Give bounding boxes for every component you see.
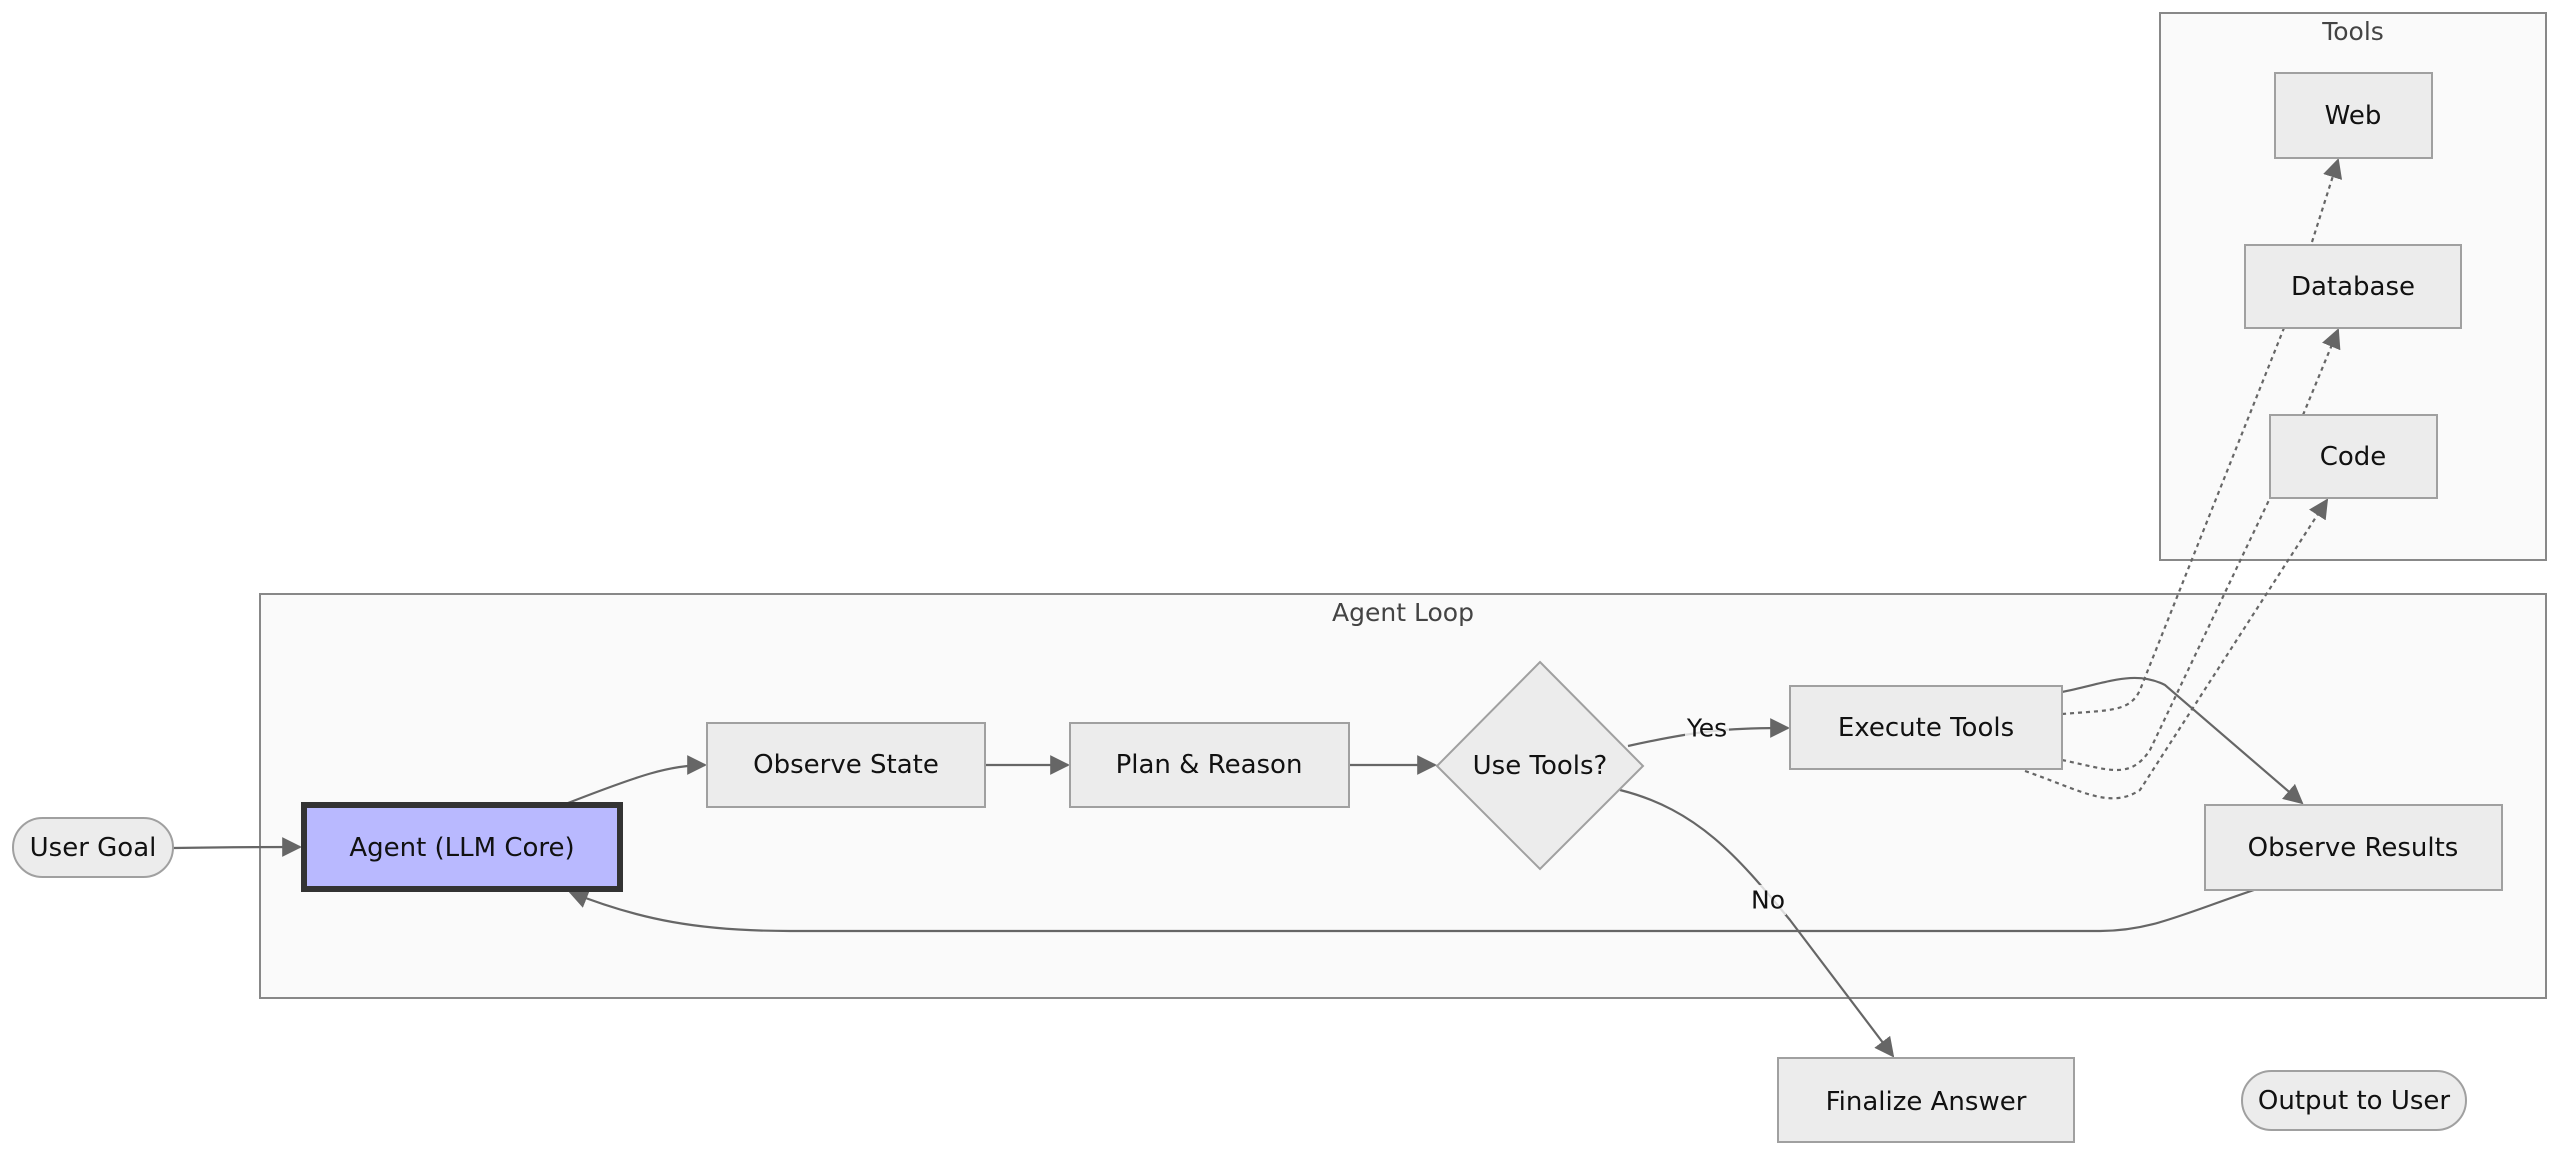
svg-text:User Goal: User Goal: [30, 833, 157, 863]
svg-text:Code: Code: [2320, 442, 2387, 472]
node-execute-tools[interactable]: Execute Tools: [1789, 685, 2063, 770]
svg-text:Use Tools?: Use Tools?: [1473, 751, 1608, 781]
node-database[interactable]: Database: [2244, 244, 2462, 329]
node-code[interactable]: Code: [2269, 414, 2438, 499]
edge-execute-code-2: [2024, 498, 2329, 800]
node-agent[interactable]: Agent (LLM Core): [301, 802, 623, 892]
node-use-tools-decision[interactable]: Use Tools?: [1435, 660, 1645, 871]
svg-text:Observe Results: Observe Results: [2248, 833, 2459, 863]
edge-usergoal-agent: [172, 837, 302, 857]
svg-text:Web: Web: [2325, 101, 2382, 131]
edge-execute-database: [2061, 327, 2286, 716]
node-finalize-answer[interactable]: Finalize Answer: [1777, 1057, 2075, 1143]
node-observe-results[interactable]: Observe Results: [2204, 804, 2503, 891]
edge-execute-code: [2061, 497, 2271, 771]
edges: [172, 158, 2343, 1058]
edge-database-web: [2310, 158, 2343, 243]
node-plan-reason[interactable]: Plan & Reason: [1069, 722, 1350, 808]
svg-text:Finalize Answer: Finalize Answer: [1826, 1087, 2027, 1117]
svg-text:Observe State: Observe State: [753, 750, 939, 780]
svg-text:Plan & Reason: Plan & Reason: [1116, 750, 1303, 780]
svg-text:Yes: Yes: [1686, 714, 1727, 743]
agent-loop-cluster: Agent Loop: [259, 593, 2547, 999]
edge-observeresults-agent: [568, 888, 2255, 933]
svg-text:Execute Tools: Execute Tools: [1838, 713, 2014, 743]
node-output-to-user[interactable]: Output to User: [2241, 1070, 2467, 1131]
node-observe-state[interactable]: Observe State: [706, 722, 986, 808]
svg-text:Database: Database: [2291, 272, 2415, 302]
edge-agent-observestate: [567, 755, 707, 805]
node-user-goal[interactable]: User Goal: [12, 817, 174, 878]
svg-text:Output to User: Output to User: [2258, 1086, 2451, 1116]
svg-text:No: No: [1751, 886, 1785, 915]
tools-cluster-title: Tools: [2321, 17, 2384, 46]
edge-label-yes: Yes: [1685, 713, 1729, 743]
agent-loop-cluster-title: Agent Loop: [1332, 598, 1474, 627]
svg-text:Agent (LLM Core): Agent (LLM Core): [349, 833, 574, 863]
node-web[interactable]: Web: [2274, 72, 2433, 159]
edge-label-no: No: [1750, 885, 1786, 915]
edge-execute-observeresults: [2061, 676, 2304, 805]
